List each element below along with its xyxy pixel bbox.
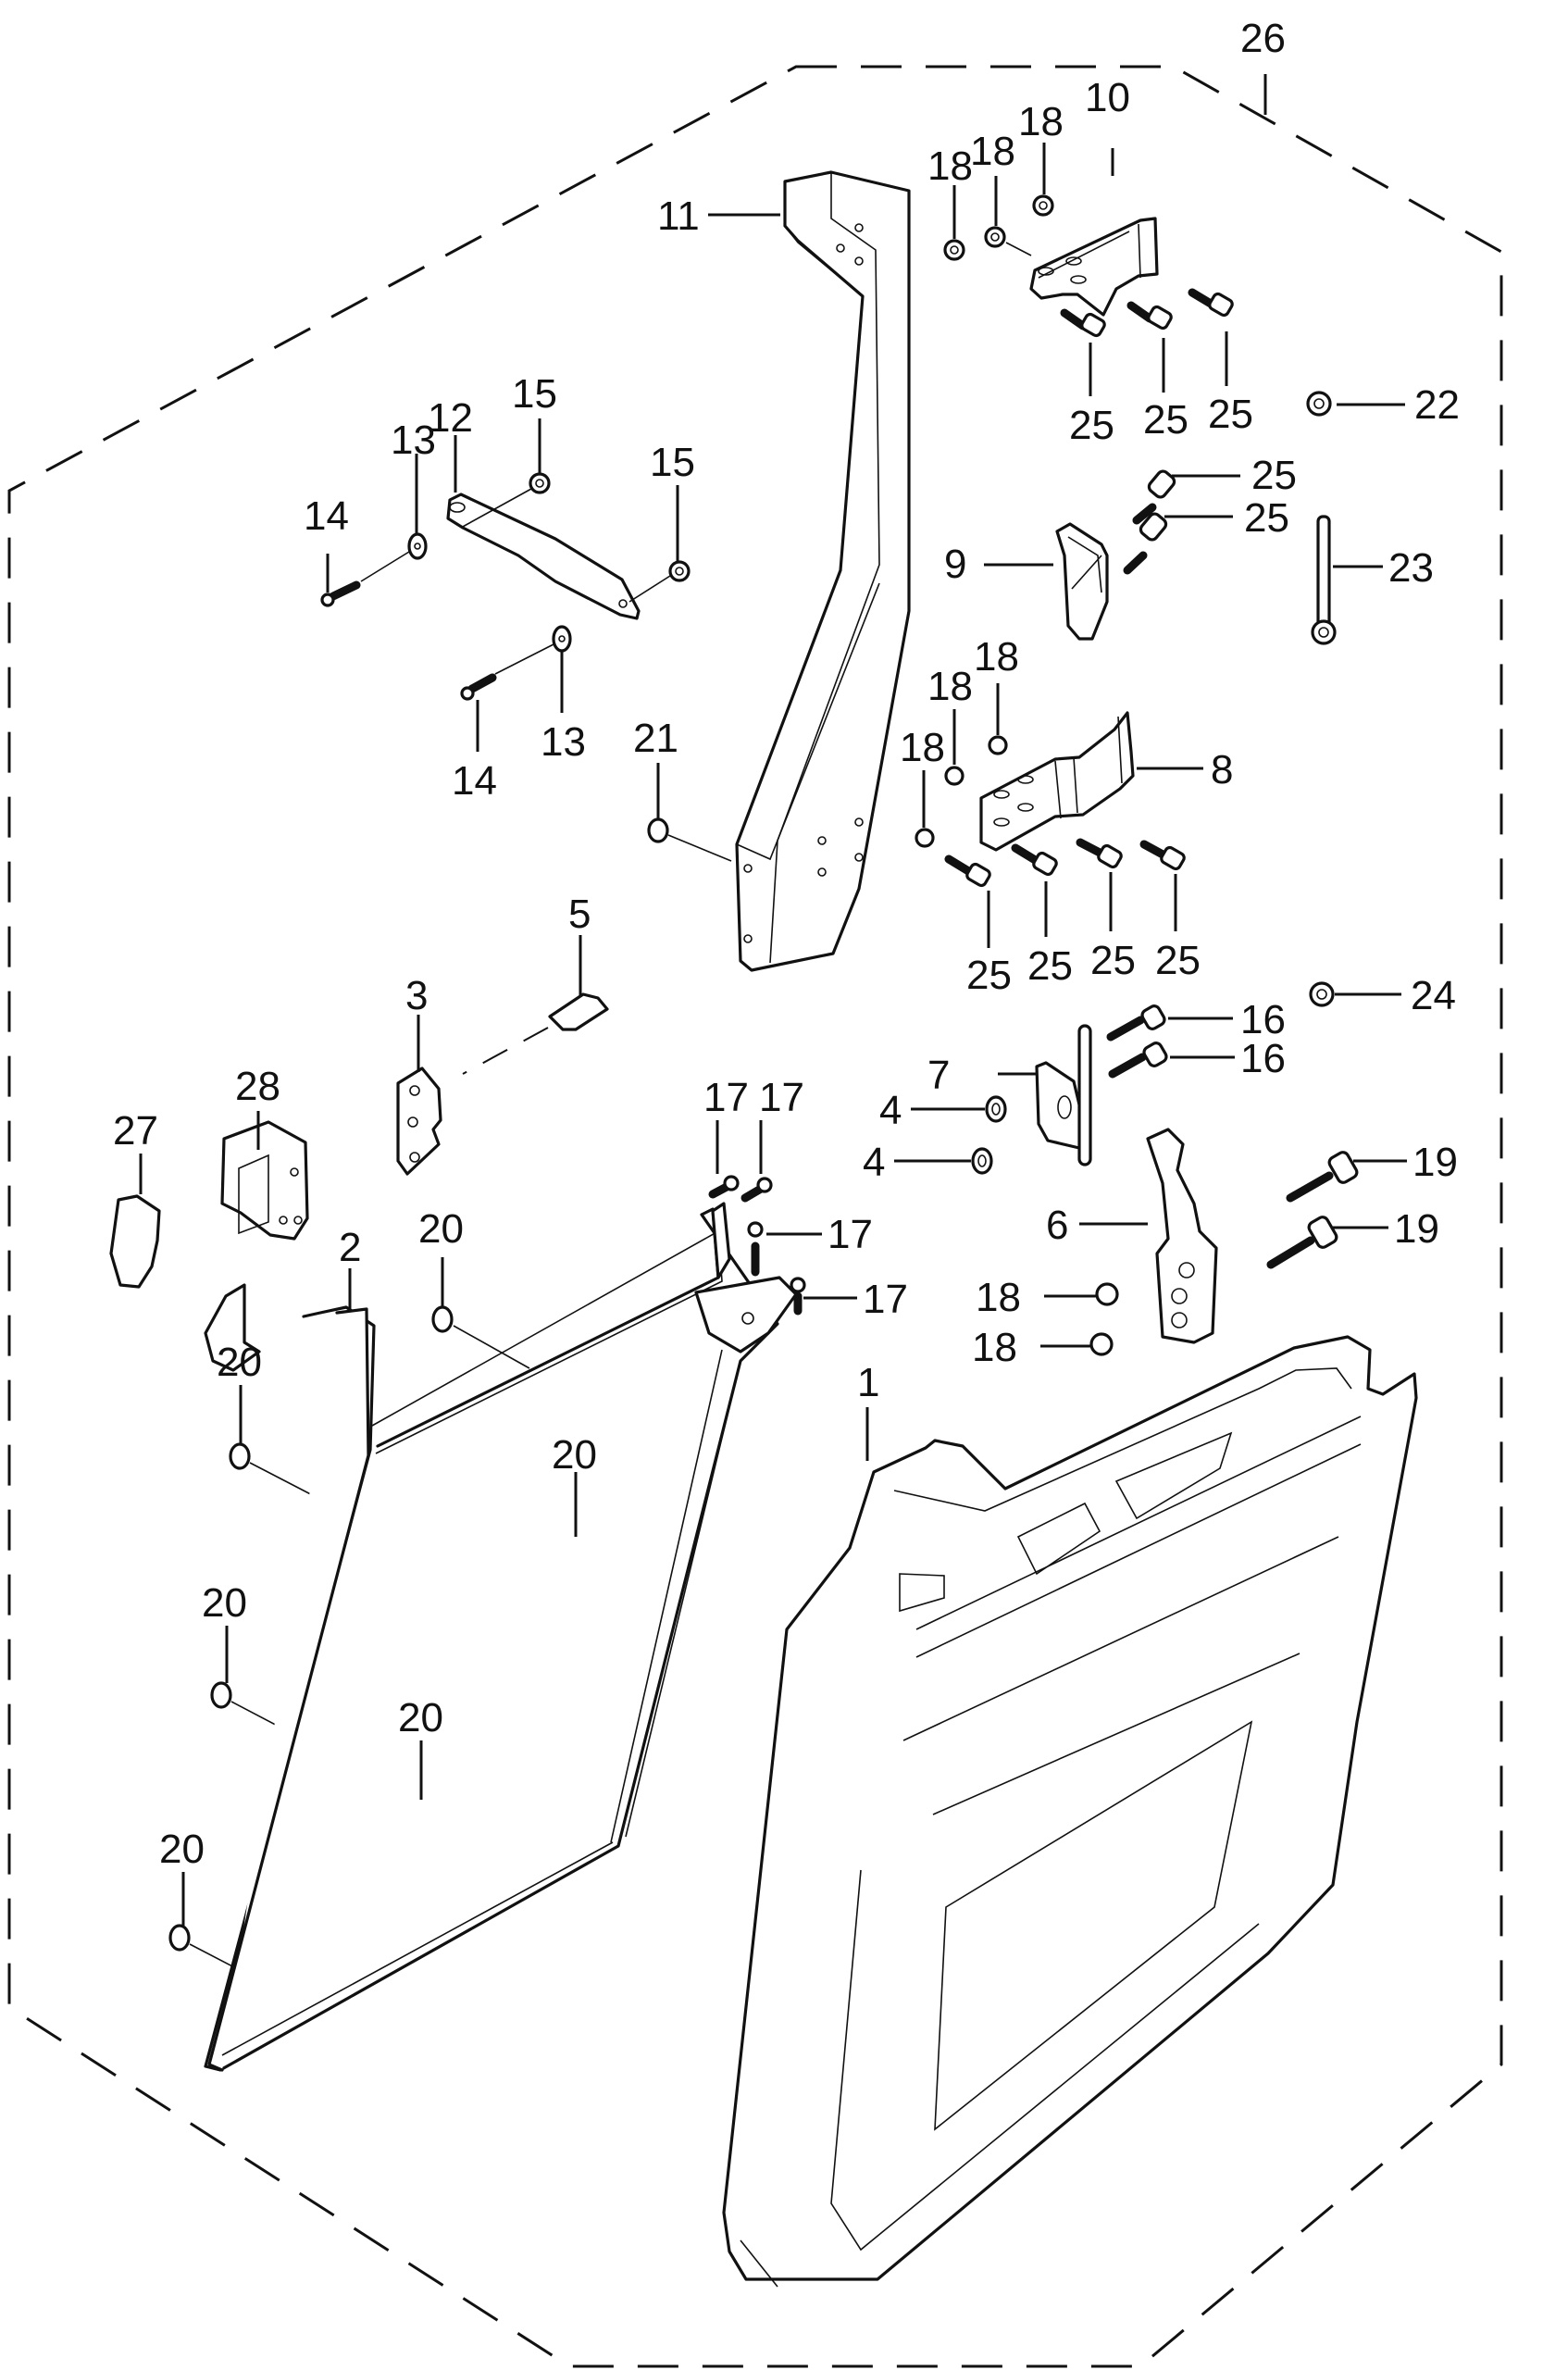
callout-26: 26 bbox=[1240, 16, 1286, 61]
callout-18: 18 bbox=[976, 1275, 1021, 1320]
hinge-pin-bracket-part-9 bbox=[1055, 522, 1109, 641]
callout-11: 11 bbox=[657, 193, 700, 239]
striker-plate-part-3 bbox=[396, 1066, 442, 1176]
callout-12: 12 bbox=[428, 395, 473, 441]
callout-13: 13 bbox=[541, 719, 586, 765]
callout-2: 2 bbox=[339, 1225, 361, 1270]
hinge-plate-part-7 bbox=[1035, 1024, 1092, 1166]
callout-labels: 26 11 10 18 18 18 25 25 25 22 12 15 15 1… bbox=[113, 16, 1460, 1872]
callout-15: 15 bbox=[512, 371, 557, 417]
callout-18: 18 bbox=[970, 129, 1015, 174]
bracket-part-28 bbox=[220, 1120, 309, 1241]
callout-15: 15 bbox=[650, 440, 695, 485]
callout-18: 18 bbox=[974, 634, 1019, 680]
callout-18: 18 bbox=[927, 664, 973, 709]
callout-25: 25 bbox=[1027, 943, 1073, 989]
callout-25: 25 bbox=[1069, 403, 1114, 448]
callout-8: 8 bbox=[1211, 747, 1233, 792]
door-panel-part-1 bbox=[722, 1335, 1418, 2288]
callout-28: 28 bbox=[235, 1064, 280, 1109]
strap-part-12 bbox=[446, 493, 641, 620]
callout-20: 20 bbox=[552, 1432, 597, 1478]
callout-14: 14 bbox=[304, 493, 349, 539]
callout-4: 4 bbox=[863, 1140, 885, 1185]
callout-17: 17 bbox=[759, 1075, 804, 1120]
callout-17: 17 bbox=[828, 1212, 873, 1257]
callout-25: 25 bbox=[1155, 938, 1201, 983]
bumper-part-27 bbox=[109, 1194, 161, 1289]
callout-5: 5 bbox=[568, 892, 591, 937]
callout-23: 23 bbox=[1388, 545, 1434, 591]
callout-20: 20 bbox=[418, 1206, 464, 1252]
callout-20: 20 bbox=[159, 1827, 205, 1872]
callout-25: 25 bbox=[1251, 453, 1297, 498]
callout-24: 24 bbox=[1411, 973, 1456, 1018]
upper-hinge-bracket-part-10 bbox=[1029, 217, 1159, 317]
callout-25: 25 bbox=[966, 953, 1012, 998]
callout-3: 3 bbox=[405, 973, 428, 1018]
callout-20: 20 bbox=[398, 1695, 443, 1740]
callout-1: 1 bbox=[857, 1360, 879, 1405]
callout-19: 19 bbox=[1412, 1140, 1458, 1185]
callout-14: 14 bbox=[452, 758, 497, 804]
callout-10: 10 bbox=[1085, 75, 1130, 120]
callout-19: 19 bbox=[1394, 1206, 1439, 1252]
callout-4: 4 bbox=[879, 1088, 902, 1133]
callout-25: 25 bbox=[1208, 392, 1253, 437]
assembly-boundary bbox=[7, 65, 1503, 2368]
callout-22: 22 bbox=[1414, 382, 1460, 428]
callout-25: 25 bbox=[1143, 397, 1188, 443]
callout-16: 16 bbox=[1240, 997, 1286, 1042]
latch-part-6 bbox=[1146, 1128, 1218, 1344]
callout-16: 16 bbox=[1240, 1036, 1286, 1081]
callout-25: 25 bbox=[1244, 495, 1289, 541]
callout-13: 13 bbox=[391, 418, 436, 463]
post-part-11 bbox=[735, 170, 911, 972]
callout-20: 20 bbox=[202, 1580, 247, 1626]
callout-21: 21 bbox=[633, 716, 678, 761]
leader-lines bbox=[139, 74, 1407, 1926]
callout-18: 18 bbox=[927, 143, 973, 189]
callout-6: 6 bbox=[1046, 1203, 1068, 1248]
callout-17: 17 bbox=[703, 1075, 749, 1120]
callout-20: 20 bbox=[217, 1340, 262, 1385]
callout-17: 17 bbox=[863, 1277, 908, 1322]
callout-27: 27 bbox=[113, 1108, 158, 1154]
callout-9: 9 bbox=[944, 542, 966, 587]
striker-part-5 bbox=[462, 992, 609, 1075]
callout-7: 7 bbox=[927, 1053, 950, 1098]
callout-18: 18 bbox=[1018, 99, 1064, 144]
callout-25: 25 bbox=[1090, 938, 1136, 983]
lower-hinge-bracket-part-8 bbox=[979, 711, 1135, 852]
callout-18: 18 bbox=[900, 725, 945, 770]
callout-18: 18 bbox=[972, 1325, 1017, 1370]
door-frame-part-2 bbox=[204, 1202, 798, 2072]
